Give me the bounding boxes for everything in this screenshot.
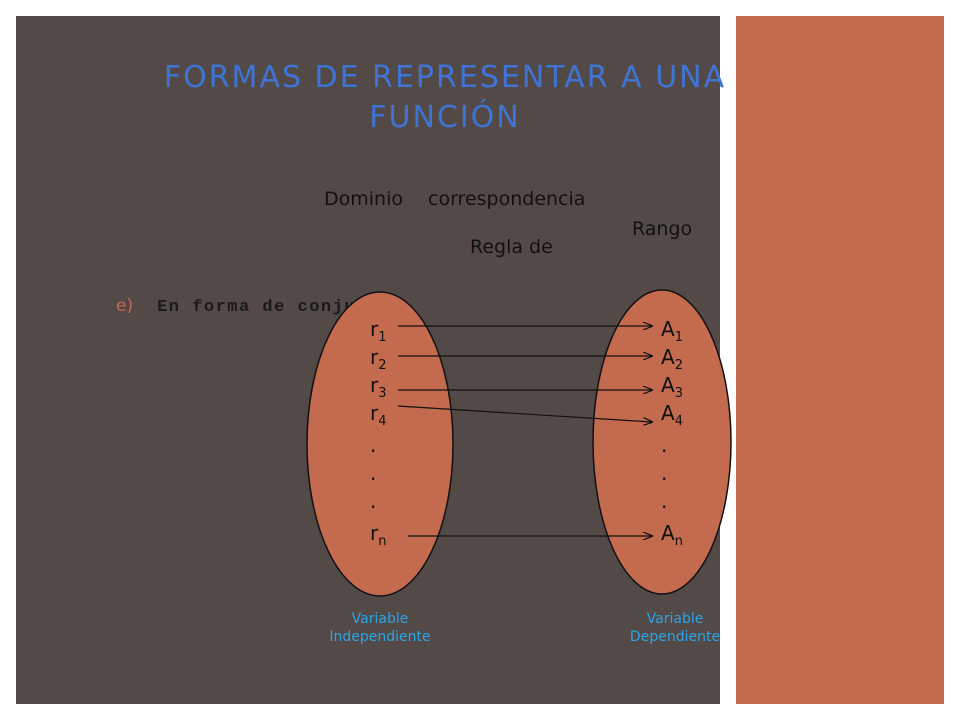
range-element-6: . bbox=[661, 461, 667, 485]
domain-element-5: . bbox=[370, 433, 376, 457]
range-element-2: A2 bbox=[661, 345, 683, 373]
item-marker: e) bbox=[116, 296, 134, 316]
caption-right-line-1: Variable bbox=[646, 611, 704, 627]
caption-right-line-2: Dependiente bbox=[629, 629, 721, 645]
label-regla-de: Regla de bbox=[470, 236, 553, 258]
domain-element-6: . bbox=[370, 461, 376, 485]
range-element-8: An bbox=[661, 521, 683, 549]
caption-independent-variable: Variable Independiente bbox=[300, 610, 460, 646]
caption-left-line-1: Variable bbox=[351, 611, 409, 627]
title-line-2: FUNCIÓN bbox=[369, 100, 521, 135]
range-element-4: A4 bbox=[661, 401, 683, 429]
item-text: En forma de conjunto: bbox=[157, 298, 403, 317]
title-line-1: FORMAS DE REPRESENTAR A UNA bbox=[163, 60, 727, 95]
domain-element-7: . bbox=[370, 489, 376, 513]
domain-element-2: r2 bbox=[370, 345, 387, 373]
domain-element-3: r3 bbox=[370, 373, 387, 401]
slide-title: FORMAS DE REPRESENTAR A UNA FUNCIÓN bbox=[110, 58, 780, 138]
range-element-3: A3 bbox=[661, 373, 683, 401]
caption-dependent-variable: Variable Dependiente bbox=[600, 610, 750, 646]
domain-element-8: rn bbox=[370, 521, 386, 549]
mapping-arrow-4 bbox=[397, 405, 652, 422]
caption-left-line-2: Independiente bbox=[329, 629, 431, 645]
range-element-5: . bbox=[661, 433, 667, 457]
side-accent-panel bbox=[736, 16, 944, 704]
label-dominio: Dominio bbox=[324, 188, 403, 210]
label-rango: Rango bbox=[632, 218, 693, 240]
domain-element-4: r4 bbox=[370, 401, 387, 429]
range-element-7: . bbox=[661, 489, 667, 513]
label-correspondencia: correspondencia bbox=[428, 188, 586, 210]
range-element-1: A1 bbox=[661, 317, 683, 345]
domain-set-ellipse bbox=[306, 291, 454, 597]
list-item-e: e) En forma de conjunto: bbox=[116, 296, 403, 317]
domain-element-1: r1 bbox=[370, 317, 387, 345]
range-set-ellipse bbox=[592, 289, 732, 595]
